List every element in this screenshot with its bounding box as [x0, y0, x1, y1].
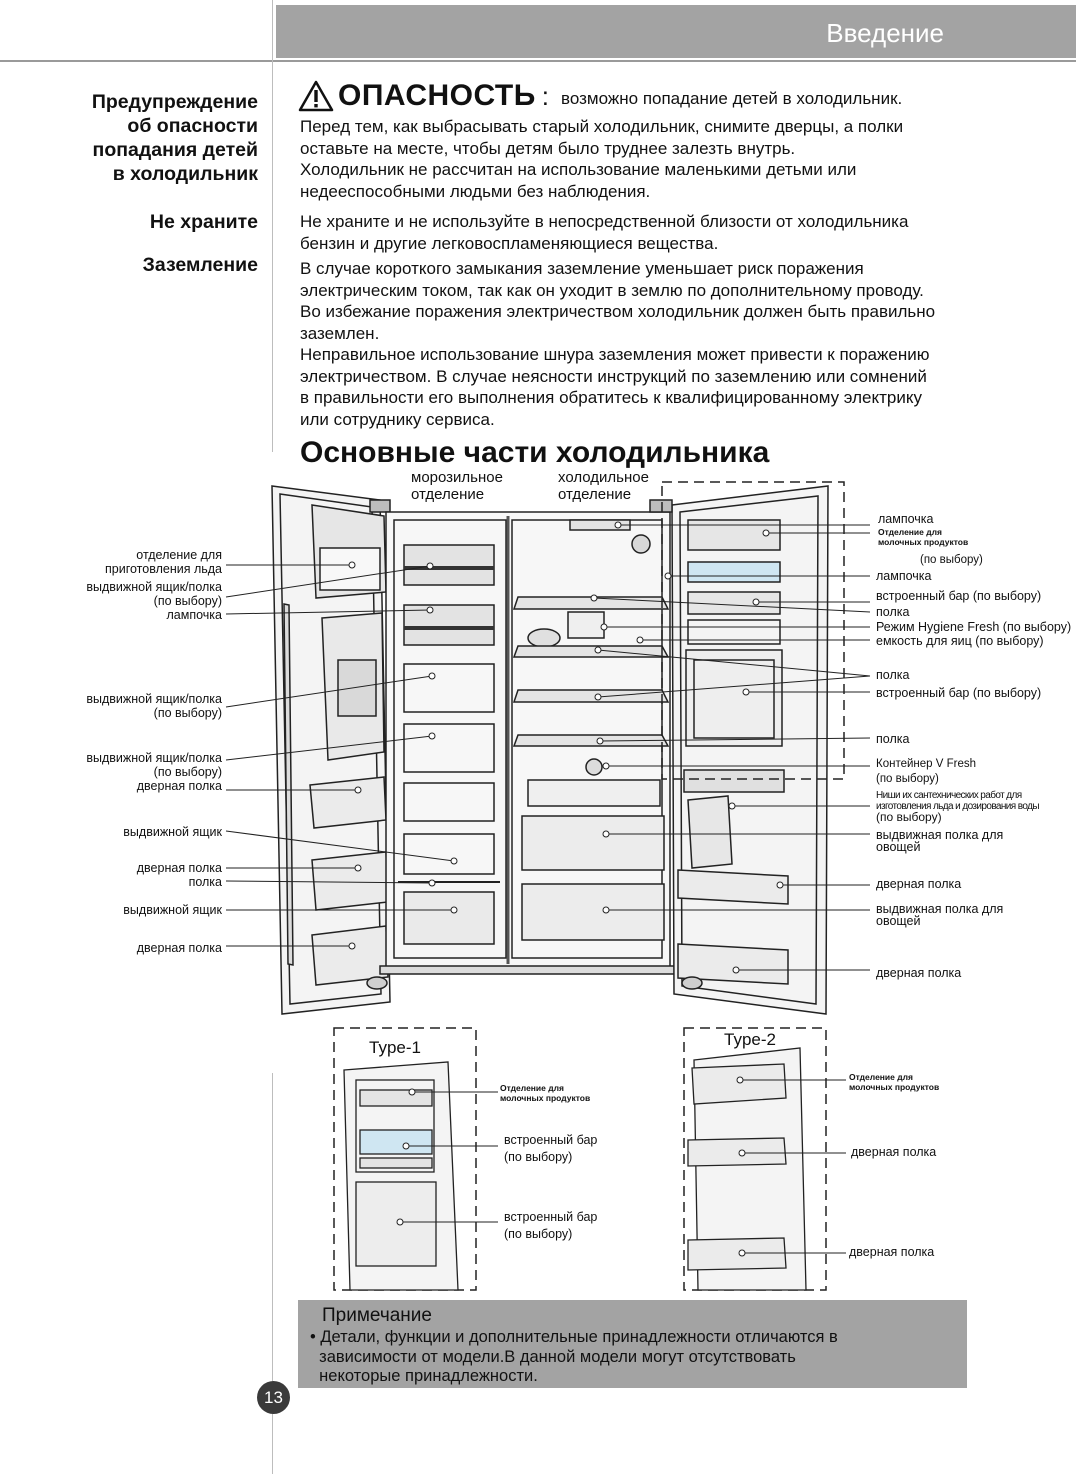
- type-1-bar-2-label: встроенный бар(по выбору): [504, 1210, 598, 1241]
- grounding-text: В случае короткого замыкания заземление …: [300, 259, 936, 429]
- right-label-dispenser: Ниши их сантехнических работ для изготов…: [876, 790, 1040, 824]
- danger-heading: ОПАСНОСТЬ : возможно попадание детей в х…: [298, 76, 902, 116]
- danger-colon: :: [541, 80, 550, 111]
- side-heading-no-store: Не храните: [149, 211, 258, 233]
- note-box: [298, 1300, 967, 1388]
- refrigerator-diagram: [225, 481, 871, 1291]
- left-label-drawer-2: выдвижной ящик/полка(по выбору): [86, 692, 222, 720]
- warning-icon: [298, 80, 334, 112]
- header-divider: [0, 60, 1076, 62]
- right-label-door-shelf-2: дверная полка: [876, 966, 962, 980]
- note-title: Примечание: [322, 1305, 432, 1326]
- type-2-door-shelf-2-label: дверная полка: [849, 1245, 935, 1259]
- right-label-lamp-2: лампочка: [876, 569, 932, 583]
- parts-section-title: Основные части холодильника: [300, 436, 770, 469]
- left-label-drawer-3: выдвижной ящик/полка(по выбору)дверная п…: [86, 751, 222, 793]
- left-label-door-shelf-3: дверная полка: [136, 941, 222, 955]
- right-label-door-shelf-1: дверная полка: [876, 877, 962, 891]
- type-2-door-shelf-1-label: дверная полка: [851, 1145, 937, 1159]
- column-divider-top: [272, 0, 273, 452]
- type-2-title: Type-2: [724, 1030, 776, 1049]
- right-label-bar-1: встроенный бар (по выбору): [876, 589, 1042, 603]
- left-label-drawer-5: выдвижной ящик: [123, 903, 222, 917]
- danger-description: возможно попадание детей в холодильник.: [561, 89, 903, 108]
- right-label-v-fresh: Контейнер V Fresh(по выбору): [876, 758, 977, 785]
- right-label-egg-tray: емкость для яиц (по выбору): [876, 634, 1044, 648]
- side-heading-grounding: Заземление: [142, 254, 258, 276]
- right-label-lamp-1: лампочка: [878, 512, 934, 526]
- right-label-shelf-3: полка: [876, 732, 910, 746]
- no-store-text: Не храните и не используйте в непосредст…: [300, 212, 909, 253]
- header-bar: [276, 5, 1076, 58]
- right-label-bar-2: встроенный бар (по выбору): [876, 686, 1042, 700]
- type-1-title: Type-1: [369, 1038, 421, 1057]
- type-1-bar-1-label: встроенный бар(по выбору): [504, 1133, 598, 1164]
- right-label-hygiene-fresh: Режим Hygiene Fresh (по выбору): [876, 620, 1072, 634]
- right-label-shelf-1: полка: [876, 605, 910, 619]
- side-heading-warning: Предупреждение об опасности попадания де…: [91, 91, 258, 185]
- danger-text: Перед тем, как выбрасывать старый холоди…: [300, 117, 904, 201]
- danger-word: ОПАСНОСТЬ: [338, 79, 536, 112]
- page-number: 13: [257, 1381, 290, 1414]
- page-title: Введение: [826, 18, 944, 48]
- right-label-dairy-optional: (по выбору): [920, 554, 983, 566]
- left-label-drawer-1: выдвижной ящик/полка(по выбору)лампочка: [86, 580, 222, 622]
- left-label-drawer-4: выдвижной ящик: [123, 825, 222, 839]
- right-label-shelf-2: полка: [876, 668, 910, 682]
- column-divider-bottom: [272, 1073, 273, 1474]
- note-text: • Детали, функции и дополнительные прина…: [310, 1328, 838, 1385]
